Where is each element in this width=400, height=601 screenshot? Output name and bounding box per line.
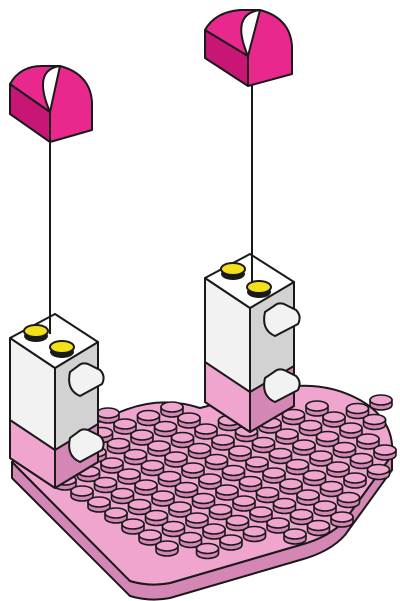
clip-brick-left: [10, 314, 104, 488]
yellow-stud: [221, 263, 245, 280]
plate-stud: [374, 445, 396, 460]
plate-stud: [370, 395, 392, 410]
curved-slope-left-side: [50, 66, 92, 142]
yellow-stud: [50, 341, 74, 358]
plate-stud: [338, 493, 360, 508]
curved-slope-brick-right: [205, 10, 292, 86]
yellow-stud: [247, 281, 271, 298]
plate-stud: [364, 415, 386, 430]
plate-stud: [344, 473, 366, 488]
curved-slope-right-side: [248, 10, 292, 86]
plate-stud: [220, 535, 242, 550]
plate-stud: [244, 527, 266, 542]
plate-stud: [331, 512, 353, 527]
plate-stud: [368, 465, 390, 480]
yellow-stud: [24, 325, 48, 342]
curved-slope-brick-left: [10, 66, 92, 142]
plate-stud: [197, 544, 219, 559]
plate-stud: [284, 529, 306, 544]
plate-stud: [156, 541, 178, 556]
plate-stud: [308, 521, 330, 536]
